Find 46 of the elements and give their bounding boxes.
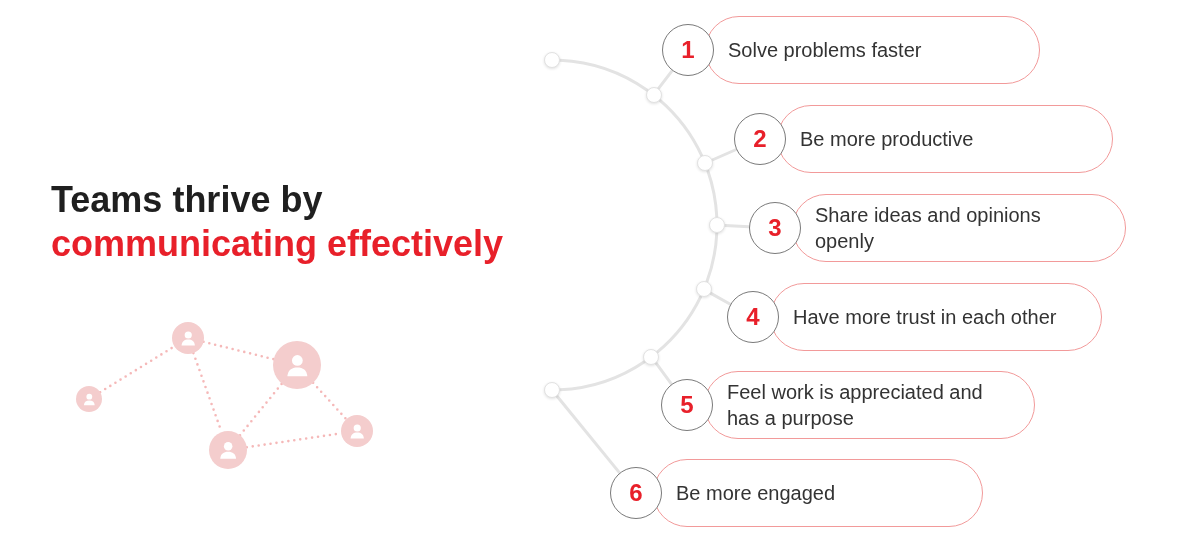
person-icon bbox=[172, 322, 204, 354]
step-number: 6 bbox=[629, 481, 643, 505]
benefit-text: Solve problems faster bbox=[728, 38, 922, 63]
benefit-text: Be more engaged bbox=[676, 481, 835, 506]
benefit-text: Feel work is appreciated and has a purpose bbox=[727, 380, 984, 431]
benefit-text: Have more trust in each other bbox=[793, 305, 1057, 330]
number-circle bbox=[749, 202, 801, 254]
junction-dot bbox=[643, 348, 660, 365]
step-number: 4 bbox=[746, 305, 760, 329]
arc-line bbox=[558, 58, 649, 92]
connector-line bbox=[709, 291, 732, 306]
benefit-text: Be more productive bbox=[800, 127, 974, 152]
person-icon bbox=[76, 386, 102, 412]
number-circle bbox=[610, 467, 662, 519]
arc-line bbox=[706, 169, 719, 219]
arc-line bbox=[558, 359, 647, 392]
arc-line bbox=[658, 98, 704, 158]
arc-line bbox=[656, 295, 703, 354]
connector-line bbox=[710, 148, 738, 162]
benefit-text: Share ideas and opinions openly bbox=[815, 203, 1042, 254]
junction-dot bbox=[695, 281, 712, 298]
junction-dot bbox=[709, 217, 725, 233]
number-circle bbox=[734, 113, 786, 165]
junction-dot bbox=[544, 52, 560, 68]
person-icon bbox=[273, 341, 321, 389]
step-number: 3 bbox=[768, 216, 782, 240]
junction-dot bbox=[645, 86, 662, 103]
person-icon bbox=[341, 415, 373, 447]
dotted-line bbox=[238, 382, 284, 437]
connector-line bbox=[654, 361, 673, 386]
number-circle bbox=[662, 24, 714, 76]
number-circle bbox=[727, 291, 779, 343]
dotted-line bbox=[98, 345, 176, 394]
connector-line bbox=[723, 223, 751, 229]
number-circle bbox=[661, 379, 713, 431]
arc-line bbox=[705, 231, 719, 284]
connector-line bbox=[656, 69, 674, 91]
step-number: 1 bbox=[681, 38, 695, 62]
step-number: 2 bbox=[753, 127, 767, 151]
step-number: 5 bbox=[680, 393, 694, 417]
connector-line bbox=[555, 394, 622, 475]
junction-dot bbox=[697, 155, 713, 172]
dotted-line bbox=[311, 381, 348, 421]
person-icon bbox=[209, 431, 247, 469]
diagram-title: Teams thrive by communicating effectively bbox=[51, 178, 505, 266]
junction-dot bbox=[544, 382, 560, 398]
